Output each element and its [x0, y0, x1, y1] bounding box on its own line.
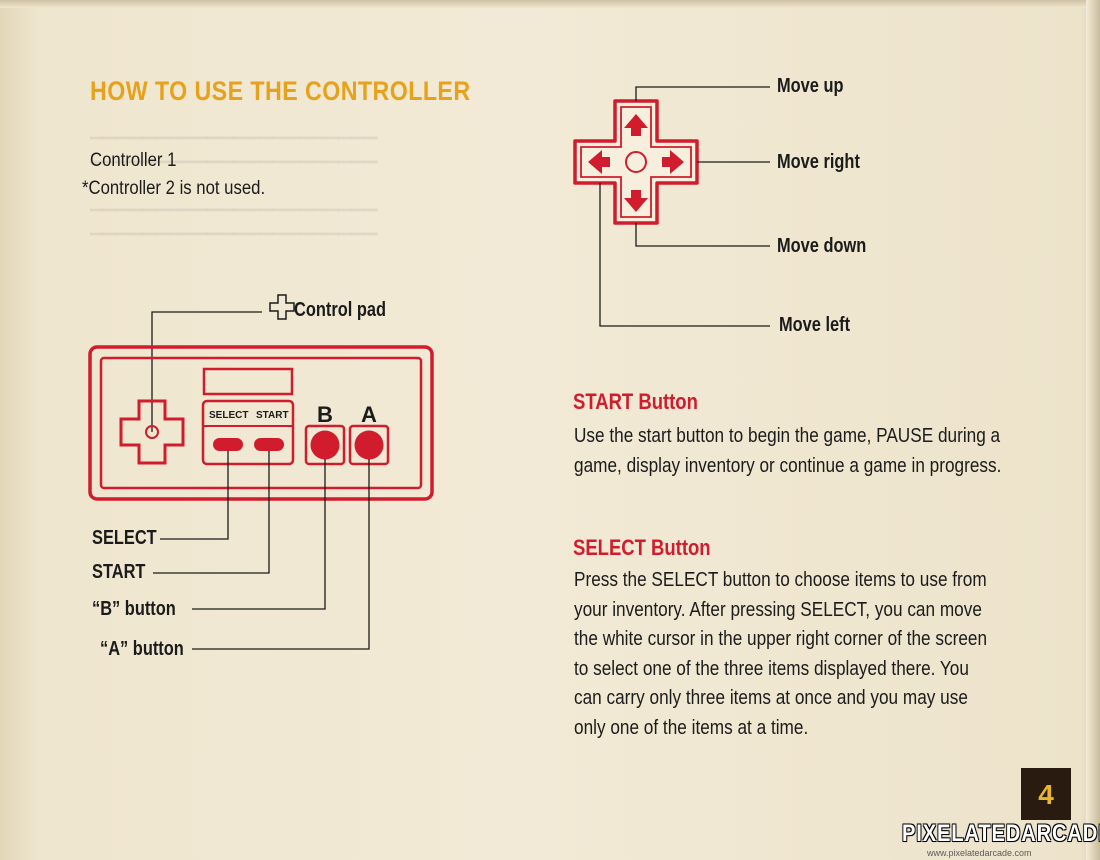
control-pad-icon [269, 294, 295, 320]
select-section-heading: SELECT Button [573, 535, 711, 560]
move-up-label: Move up [777, 75, 844, 97]
controller-b-letter: B [317, 402, 333, 427]
controller-select-text: SELECT [209, 410, 248, 421]
watermark-brand: PIXELATEDARCADE [902, 820, 1100, 847]
move-left-label: Move left [779, 314, 851, 336]
arrow-down-icon [624, 190, 648, 212]
start-pointer [153, 451, 270, 574]
page-right-edge [1086, 0, 1100, 860]
start-section-body: Use the start button to begin the game, … [574, 425, 1002, 477]
page-top-edge [0, 0, 1100, 8]
large-dpad-center [625, 151, 647, 173]
controller-a-letter: A [361, 402, 377, 427]
move-down-pointer [635, 223, 770, 247]
b-button-label: “B” button [92, 598, 176, 620]
b-button-shape [310, 430, 340, 460]
watermark-url: www.pixelatedarcade.com [927, 848, 1032, 858]
select-start-panel [201, 399, 295, 466]
a-pointer [192, 459, 370, 650]
controller-dpad-icon [119, 399, 185, 465]
start-label: START [92, 561, 146, 583]
large-dpad-inner [580, 106, 692, 218]
control-pad-pointer [151, 311, 262, 432]
select-button-shape [213, 438, 243, 451]
move-left-pointer [599, 183, 770, 327]
controller-2-note: *Controller 2 is not used. [82, 178, 266, 199]
control-pad-label: Control pad [294, 299, 387, 321]
start-section-heading: START Button [573, 389, 698, 414]
start-button-shape [254, 438, 284, 451]
controller-dpad-center [145, 425, 159, 439]
arrow-right-icon [662, 150, 684, 174]
select-label: SELECT [92, 527, 157, 549]
controller-1-label: Controller 1 [90, 150, 177, 171]
page-title: HOW TO USE THE CONTROLLER [90, 76, 471, 106]
controller-outline [88, 345, 434, 501]
bleed-through-texture: ▁▁▁▁▁▁▁▁▁▁▁▁▁▁▁▁▁▁▁▁▁▁ ▁▁▁▁▁▁▁▁▁▁▁▁▁▁▁▁▁… [90, 120, 378, 235]
select-pointer [160, 451, 229, 540]
a-button-label: “A” button [100, 638, 184, 660]
b-pointer [192, 459, 326, 610]
select-section-body: Press the SELECT button to choose items … [574, 569, 988, 739]
large-dpad-outline [573, 99, 699, 225]
move-right-label: Move right [777, 151, 860, 173]
arrow-left-icon [588, 150, 610, 174]
controller-top-slot [202, 367, 294, 396]
page-number-badge: 4 [1021, 768, 1071, 820]
move-down-label: Move down [777, 235, 867, 257]
controller-inner-panel [99, 356, 423, 490]
move-up-pointer [635, 86, 770, 101]
arrow-up-icon [624, 114, 648, 136]
a-button-shape [354, 430, 384, 460]
controller-start-text: START [256, 410, 289, 421]
